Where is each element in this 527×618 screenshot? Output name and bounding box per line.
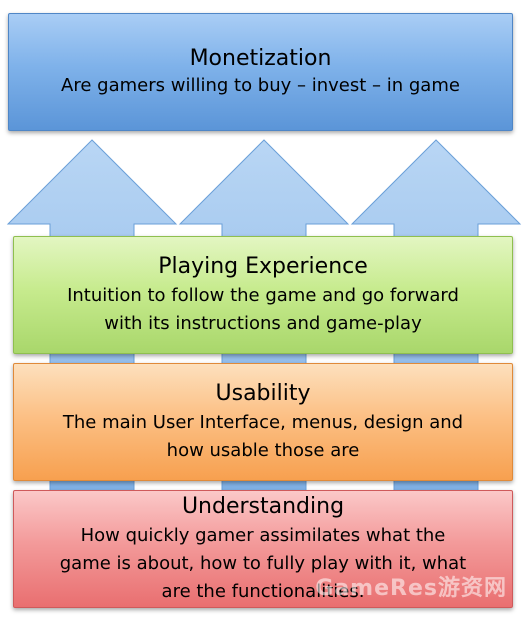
watermark: GameRes游资网	[315, 576, 507, 601]
understanding-description-line2: game is about, how to fully play with it…	[59, 552, 467, 574]
monetization-description: Are gamers willing to buy – invest – in …	[61, 74, 460, 96]
usability-description-line2: how usable those are	[166, 439, 360, 461]
understanding-title: Understanding	[181, 493, 345, 519]
understanding-description-line1: How quickly gamer assimilates what the	[80, 524, 446, 546]
playing-experience-title: Playing Experience	[158, 253, 368, 279]
usability-title: Usability	[215, 380, 311, 406]
monetization-title: Monetization	[189, 45, 332, 71]
monetization-box: Monetization Are gamers willing to buy –…	[8, 13, 513, 131]
playing-experience-description-line1: Intuition to follow the game and go forw…	[67, 284, 459, 306]
playing-experience-description-line2: with its instructions and game-play	[104, 312, 422, 334]
understanding-description-line3: are the functionalities.	[161, 580, 365, 602]
understanding-box: Understanding How quickly gamer assimila…	[13, 490, 513, 608]
usability-box: Usability The main User Interface, menus…	[13, 363, 513, 481]
usability-description-line1: The main User Interface, menus, design a…	[62, 411, 464, 433]
playing-experience-box: Playing Experience Intuition to follow t…	[13, 236, 513, 354]
